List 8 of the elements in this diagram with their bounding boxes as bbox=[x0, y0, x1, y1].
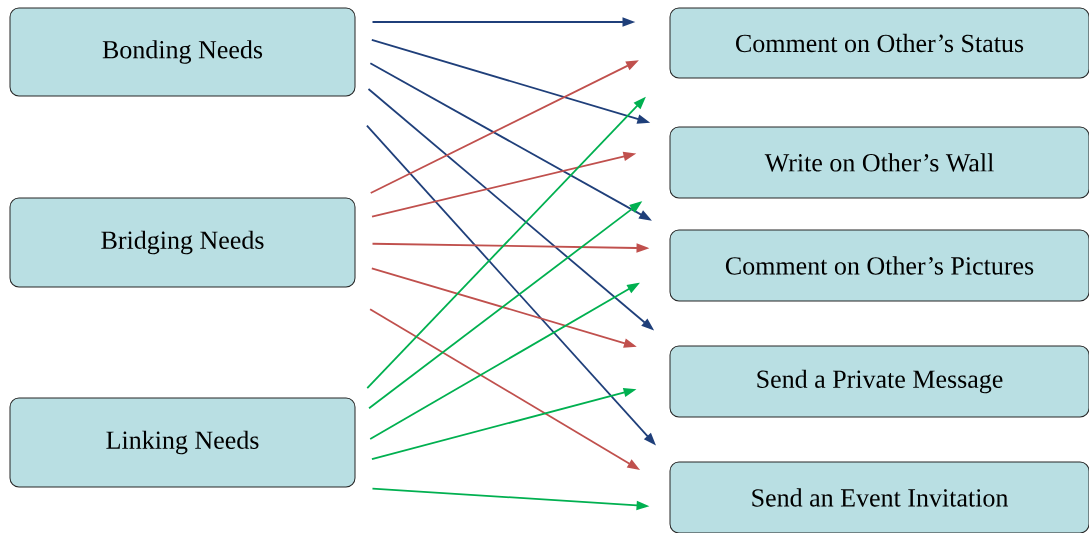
action-box: Send an Event Invitation bbox=[669, 461, 1089, 533]
action-box: Send a Private Message bbox=[669, 345, 1089, 418]
action-box: Comment on Other’s Pictures bbox=[669, 229, 1089, 302]
needs-box: Linking Needs bbox=[9, 397, 356, 488]
action-box: Write on Other’s Wall bbox=[669, 126, 1089, 199]
action-box: Comment on Other’s Status bbox=[669, 7, 1089, 79]
needs-box: Bonding Needs bbox=[9, 7, 356, 97]
needs-box: Bridging Needs bbox=[9, 197, 356, 288]
